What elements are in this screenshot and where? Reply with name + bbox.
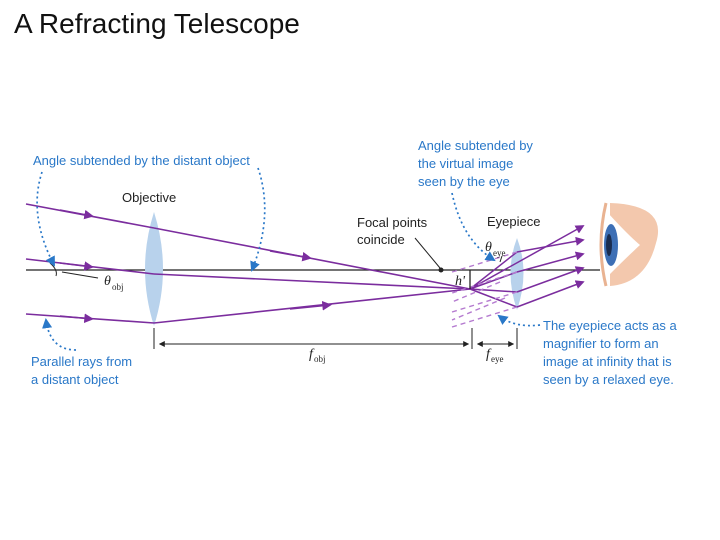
theta-obj-symbol: θ bbox=[104, 274, 111, 289]
magnifier-label-line3: image at infinity that is bbox=[543, 354, 672, 369]
h-prime-label: h' bbox=[455, 274, 466, 289]
angle-eye-label-line2: the virtual image bbox=[418, 156, 513, 171]
theta-obj-leader bbox=[61, 271, 99, 279]
focal-leader bbox=[414, 237, 441, 269]
ray-arrows bbox=[59, 209, 332, 324]
emerging-rays bbox=[469, 225, 585, 308]
objective-label: Objective bbox=[122, 190, 176, 205]
f-obj-symbol: f bbox=[309, 347, 315, 362]
eyepiece-label: Eyepiece bbox=[487, 214, 540, 229]
theta-eye-symbol: θ bbox=[485, 240, 492, 255]
focal-point bbox=[438, 267, 444, 273]
focal-points-label-line1: Focal points bbox=[357, 215, 428, 230]
magnifier-label-line1: The eyepiece acts as a bbox=[543, 318, 677, 333]
annotation-arrows bbox=[36, 167, 541, 351]
theta-eye-leader bbox=[499, 255, 503, 263]
f-eye-symbol: f bbox=[486, 347, 492, 362]
f-obj-subscript: obj bbox=[314, 354, 326, 364]
virtual-image-rays bbox=[451, 251, 518, 328]
parallel-rays-label-line2: a distant object bbox=[31, 372, 119, 387]
eye-icon bbox=[599, 202, 659, 287]
theta-eye-subscript: eye bbox=[493, 248, 506, 258]
page-title: A Refracting Telescope bbox=[14, 8, 300, 39]
focal-length-dimensions bbox=[153, 328, 518, 349]
objective-lens bbox=[145, 212, 163, 326]
magnifier-label-line4: seen by a relaxed eye. bbox=[543, 372, 674, 387]
theta-obj-subscript: obj bbox=[112, 282, 124, 292]
angle-obj-label: Angle subtended by the distant object bbox=[33, 153, 250, 168]
f-eye-subscript: eye bbox=[491, 354, 504, 364]
magnifier-label-line2: magnifier to form an bbox=[543, 336, 659, 351]
focal-points-label-line2: coincide bbox=[357, 232, 405, 247]
angle-eye-label-line3: seen by the eye bbox=[418, 174, 510, 189]
angle-eye-label-line1: Angle subtended by bbox=[418, 138, 533, 153]
parallel-rays-label-line1: Parallel rays from bbox=[31, 354, 132, 369]
